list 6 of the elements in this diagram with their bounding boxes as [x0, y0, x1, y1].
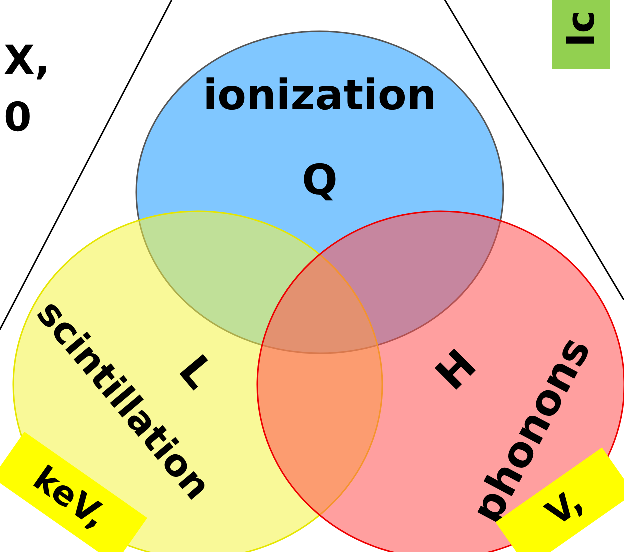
set-symbol: H: [426, 340, 486, 400]
partial-text: X,: [4, 38, 50, 84]
set-label: ionization: [203, 70, 437, 120]
tag-label: Ic: [552, 0, 610, 69]
set-symbol: Q: [302, 156, 338, 204]
partial-text: 0: [4, 95, 32, 141]
